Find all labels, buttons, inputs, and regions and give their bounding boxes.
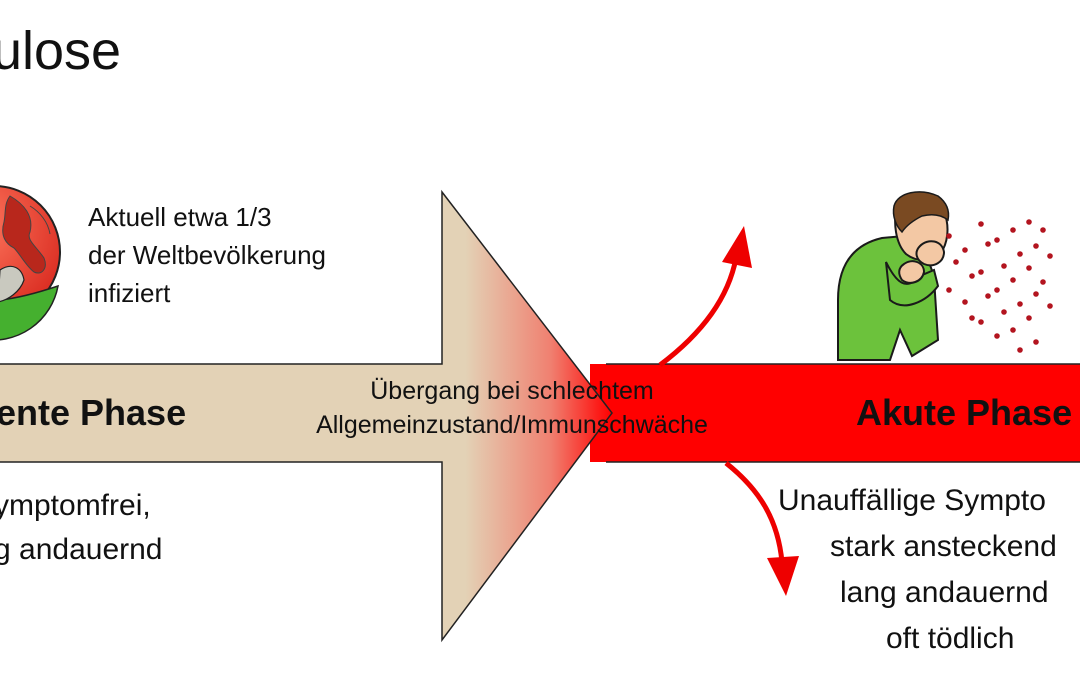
curved-arrow-up-icon (658, 226, 752, 367)
droplet (1001, 309, 1007, 315)
droplet (985, 241, 991, 247)
droplet (953, 259, 959, 265)
droplet (994, 287, 1000, 293)
transition-line-2: Allgemeinzustand/Immunschwäche (316, 411, 708, 439)
globe-caption-line-3: infiziert (88, 278, 171, 308)
droplet (1033, 243, 1039, 249)
coughing-person-icon (837, 191, 950, 361)
droplet (1040, 227, 1046, 233)
droplet (978, 269, 984, 275)
curved-arrow-down-icon (724, 461, 799, 596)
droplet (1017, 301, 1023, 307)
acute-symptoms: Unauffällige Sympto stark ansteckend lan… (778, 478, 1080, 662)
droplet (969, 315, 975, 321)
droplet (962, 247, 968, 253)
droplet (946, 287, 952, 293)
acute-symptoms-line-3: lang andauernd (840, 576, 1049, 609)
droplet (1010, 327, 1016, 333)
droplet (994, 333, 1000, 339)
latent-phase-label: ente Phase (0, 392, 187, 433)
droplet (978, 221, 984, 227)
transition-label: Übergang bei schlechtem Allgemeinzustand… (272, 374, 752, 442)
droplet (962, 299, 968, 305)
droplet (978, 319, 984, 325)
globe-caption: Aktuell etwa 1/3 der Weltbevölkerung inf… (88, 198, 326, 312)
droplet (985, 293, 991, 299)
droplet (969, 273, 975, 279)
acute-band (590, 364, 1080, 462)
droplet (1026, 265, 1032, 271)
latent-symptoms-line-2: g andauernd (0, 533, 163, 566)
latent-symptoms-line-1: ymptomfrei, (0, 489, 151, 522)
droplet (1017, 251, 1023, 257)
globe-caption-line-1: Aktuell etwa 1/3 (88, 202, 272, 232)
droplet (1047, 253, 1053, 259)
acute-symptoms-line-4: oft tödlich (886, 622, 1015, 655)
droplet (1033, 291, 1039, 297)
droplet (946, 233, 952, 239)
droplets-icon (946, 219, 1053, 353)
globe-caption-line-2: der Weltbevölkerung (88, 240, 326, 270)
droplet (1026, 219, 1032, 225)
droplet (994, 237, 1000, 243)
droplet (1026, 315, 1032, 321)
acute-symptoms-line-2: stark ansteckend (830, 530, 1057, 563)
droplet (1010, 227, 1016, 233)
globe-icon (0, 185, 61, 341)
droplet (1040, 279, 1046, 285)
droplet (1010, 277, 1016, 283)
latent-symptoms: ymptomfrei, g andauernd (0, 484, 163, 572)
acute-phase-label: Akute Phase (856, 392, 1073, 433)
transition-arrow (0, 189, 613, 643)
droplet (1017, 347, 1023, 353)
droplet (1033, 339, 1039, 345)
droplet (1001, 263, 1007, 269)
page-title: ulose (0, 21, 122, 81)
acute-symptoms-line-1: Unauffällige Sympto (778, 484, 1046, 517)
transition-line-1: Übergang bei schlechtem (370, 377, 654, 405)
droplet (1047, 303, 1053, 309)
